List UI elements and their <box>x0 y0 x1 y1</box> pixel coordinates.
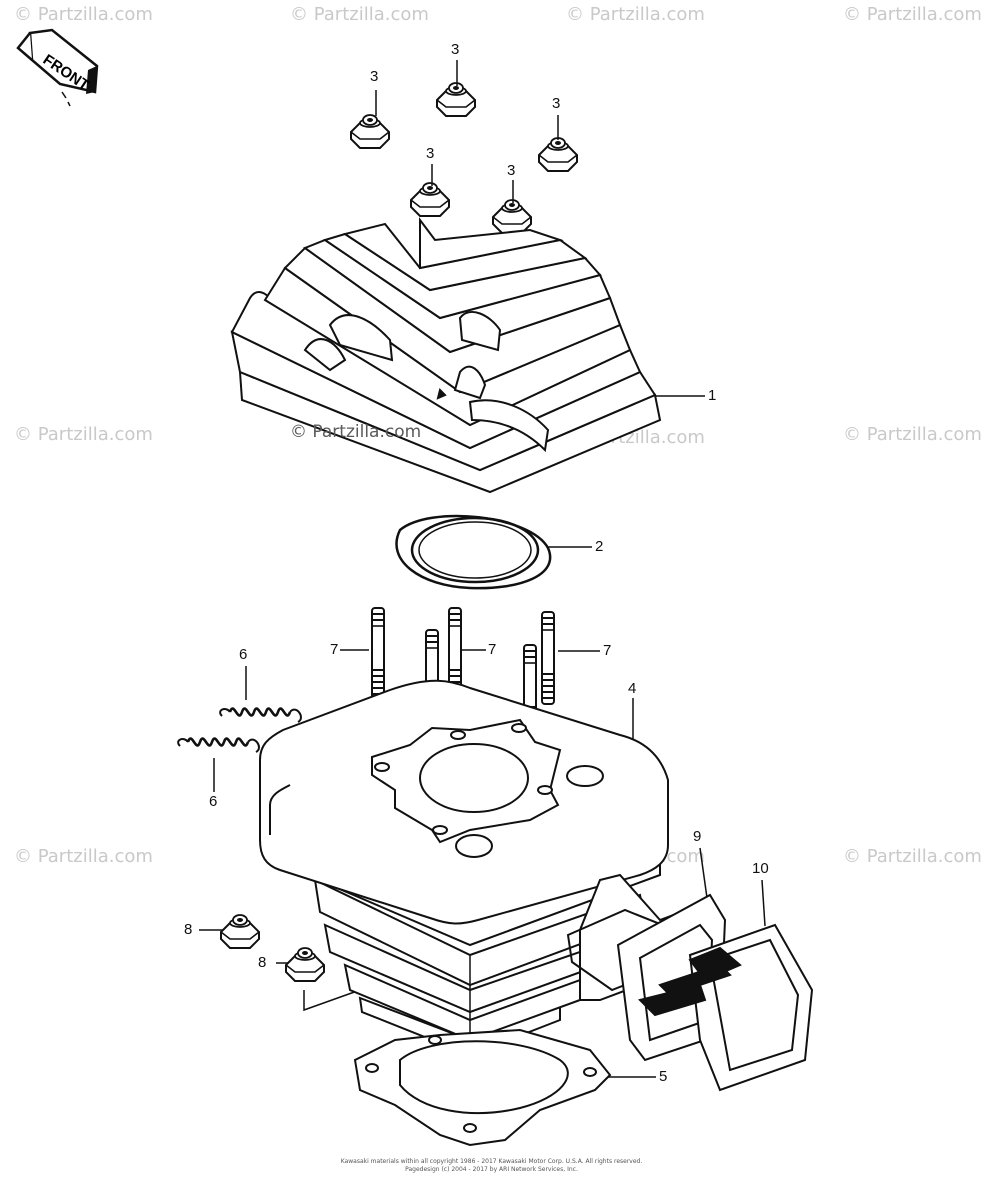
cylinder-head-nut <box>410 182 450 217</box>
callout-7: 7 <box>603 642 612 659</box>
watermark: © Partzilla.com <box>14 424 153 445</box>
head-gasket <box>395 514 552 590</box>
reed-valve <box>638 923 814 1092</box>
callout-8: 8 <box>258 954 267 971</box>
footer-pagedesign: Pagedesign (c) 2004 - 2017 by ARI Networ… <box>405 1166 578 1173</box>
cylinder <box>259 679 701 1057</box>
callout-3: 3 <box>370 68 379 85</box>
leader-lines <box>199 60 766 1078</box>
cylinder-base-nut <box>220 914 260 949</box>
callout-8: 8 <box>184 921 193 938</box>
cylinder-head-nut <box>492 199 532 234</box>
callout-3: 3 <box>552 95 561 112</box>
watermark: © Partzilla.com <box>14 4 153 25</box>
watermark: © Partzilla.com <box>290 4 429 25</box>
cylinder-head-nut <box>538 137 578 172</box>
cylinder-base-nut <box>285 947 325 982</box>
front-arrow: FRONT <box>16 28 99 107</box>
callout-10: 10 <box>752 860 769 877</box>
callout-3: 3 <box>451 41 460 58</box>
callout-4: 4 <box>628 680 637 697</box>
callout-2: 2 <box>595 538 604 555</box>
callout-3: 3 <box>507 162 516 179</box>
cylinder-head <box>230 217 662 494</box>
cylinder-head-nut <box>436 82 476 117</box>
watermark: © Partzilla.com <box>566 4 705 25</box>
cylinder-stud <box>541 611 555 705</box>
watermark: © Partzilla.com <box>843 424 982 445</box>
center-watermark: © Partzilla.com <box>290 422 422 442</box>
callout-1: 1 <box>708 387 717 404</box>
footer-copyright: Kawasaki materials within all copyright … <box>340 1158 643 1165</box>
callout-3: 3 <box>426 145 435 162</box>
exhaust-spring <box>176 737 261 754</box>
callout-9: 9 <box>693 828 702 845</box>
callout-7: 7 <box>488 641 497 658</box>
watermark: © Partzilla.com <box>14 846 153 867</box>
callout-7: 7 <box>330 641 339 658</box>
callout-5: 5 <box>659 1068 668 1085</box>
base-gasket <box>353 1028 612 1147</box>
cylinder-head-nut <box>350 114 390 149</box>
exhaust-spring <box>218 707 303 724</box>
callout-6: 6 <box>239 646 248 663</box>
watermark: © Partzilla.com <box>843 4 982 25</box>
callout-6: 6 <box>209 793 218 810</box>
watermark: © Partzilla.com <box>843 846 982 867</box>
cylinder-stud <box>371 607 385 701</box>
